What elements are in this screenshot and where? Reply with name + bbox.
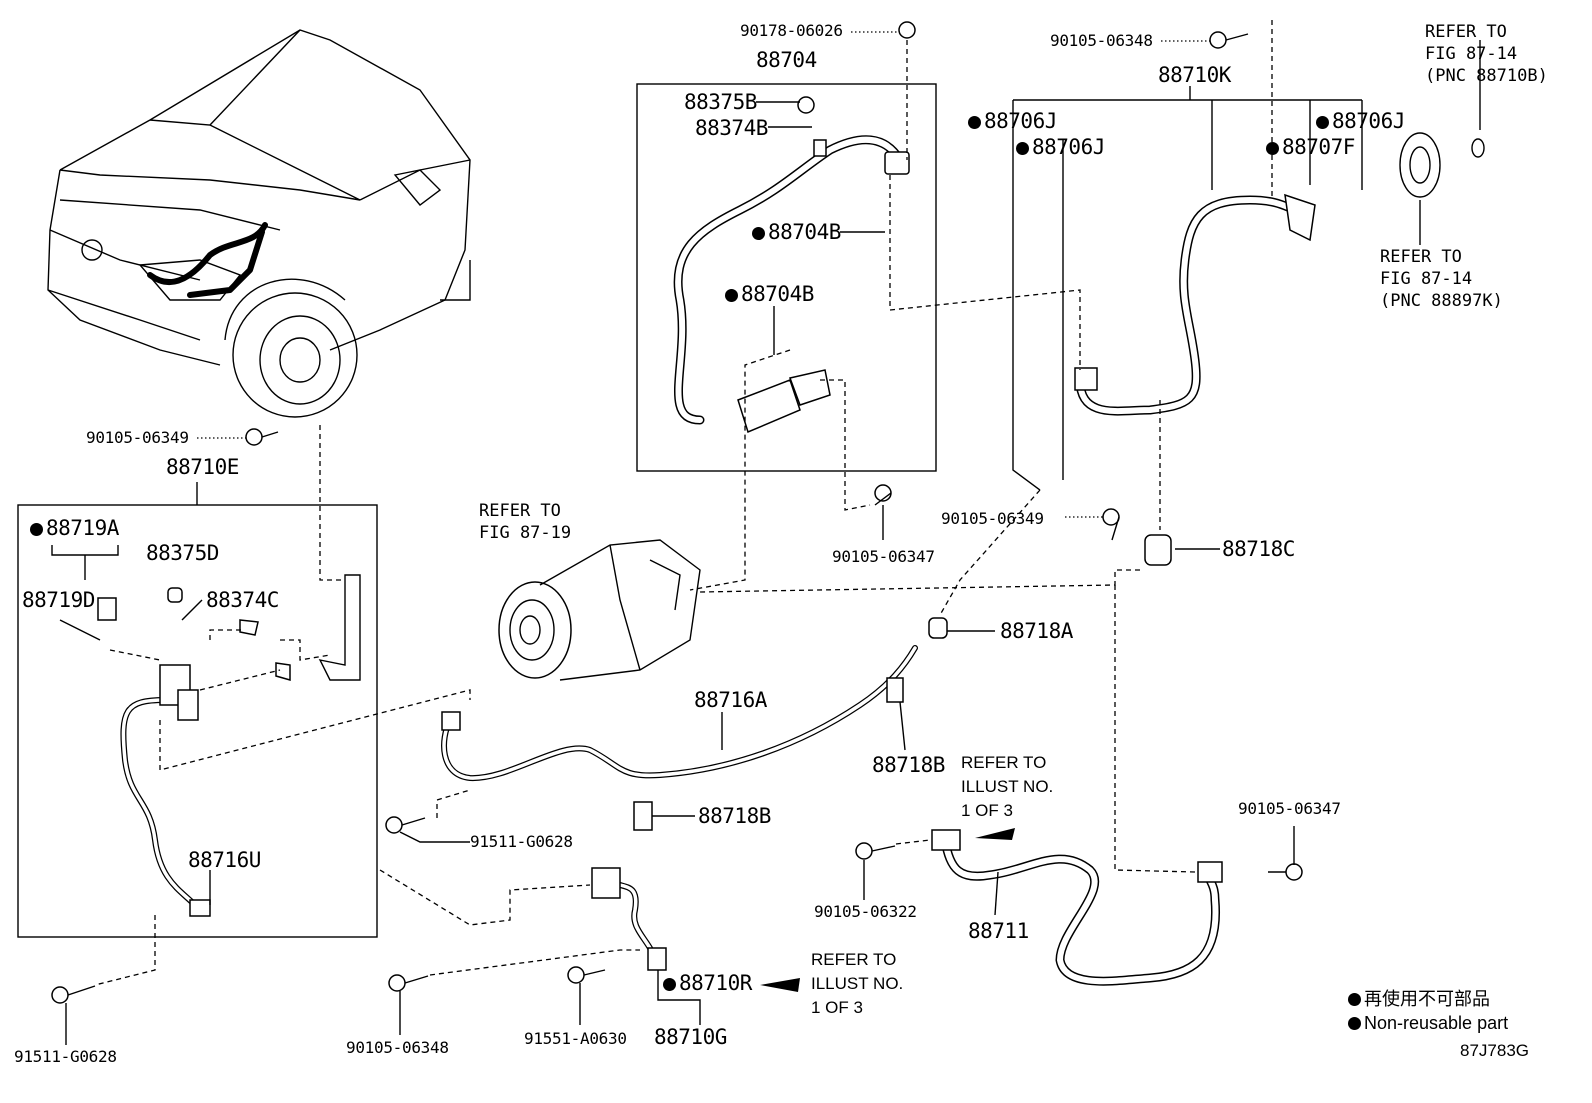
label-88704: 88704 — [756, 48, 817, 72]
refer-illust-1-of-3-bot: REFER TO ILLUST NO. 1 OF 3 — [811, 950, 904, 1017]
hose-88716U — [97, 574, 361, 917]
refer-illust-1-of-3-mid: REFER TO ILLUST NO. 1 OF 3 — [961, 753, 1054, 820]
label-88375D: 88375D — [146, 541, 219, 565]
label-90105-06322: 90105-06322 — [814, 902, 917, 921]
label-91511-G0628-bot: 91511-G0628 — [14, 1047, 117, 1066]
leader-lines — [51, 31, 1481, 1045]
label-88374B: 88374B — [695, 116, 768, 140]
label-88711: 88711 — [968, 919, 1029, 943]
hose-88710G — [591, 867, 800, 992]
label-90105-06348-bot: 90105-06348 — [346, 1038, 449, 1057]
refer-fig-87-14-88897K: REFER TO FIG 87-14 (PNC 88897K) — [1380, 247, 1503, 311]
label-88719A: 88719A — [30, 518, 119, 539]
refer-fig-87-19: REFER TO FIG 87-19 — [479, 501, 572, 543]
non-reusable-dot-icon — [1266, 142, 1279, 155]
non-reusable-dot-icon — [1016, 142, 1029, 155]
label-88374C: 88374C — [206, 588, 279, 612]
hose-88716A — [441, 645, 918, 782]
label-88375B: 88375B — [684, 90, 757, 114]
label-88719D: 88719D — [22, 588, 95, 612]
non-reusable-dot-icon — [752, 227, 765, 240]
label-88710K: 88710K — [1158, 63, 1231, 87]
non-reusable-dot-icon — [725, 289, 738, 302]
legend-chinese: 再使用不可部品 — [1348, 990, 1490, 1008]
fasteners — [51, 21, 1303, 1004]
label-91511-G0628-mid: 91511-G0628 — [470, 832, 573, 851]
non-reusable-dot-icon — [663, 978, 676, 991]
non-reusable-dot-icon — [1348, 993, 1361, 1006]
box-88710E — [17, 504, 378, 938]
label-88716A: 88716A — [694, 688, 767, 712]
hose-88704 — [673, 96, 910, 434]
label-90105-06349-top: 90105-06349 — [86, 428, 189, 447]
label-90105-06348-top: 90105-06348 — [1050, 31, 1153, 50]
hose-88711 — [931, 828, 1223, 986]
label-90178-06026: 90178-06026 — [740, 21, 843, 40]
dashed-guide-lines — [94, 20, 1273, 986]
box-88704 — [636, 83, 937, 472]
label-88718B-1: 88718B — [872, 753, 945, 777]
refer-fig-87-14-88710B: REFER TO FIG 87-14 (PNC 88710B) — [1425, 22, 1548, 86]
label-88706J-3: 88706J — [1316, 111, 1405, 132]
non-reusable-dot-icon — [30, 523, 43, 536]
hose-88710K — [1074, 132, 1485, 416]
label-88718A: 88718A — [1000, 619, 1073, 643]
label-88710E: 88710E — [166, 455, 239, 479]
label-90105-06349-mid: 90105-06349 — [941, 509, 1044, 528]
label-88707F: 88707F — [1266, 137, 1355, 158]
label-88716U: 88716U — [188, 848, 261, 872]
vehicle-illustration — [47, 29, 471, 418]
label-88718C: 88718C — [1222, 537, 1295, 561]
compressor — [498, 539, 701, 681]
label-88710G: 88710G — [654, 1025, 727, 1049]
label-88704B-2: 88704B — [725, 284, 814, 305]
non-reusable-dot-icon — [1348, 1017, 1361, 1030]
label-90105-06347-mid: 90105-06347 — [832, 547, 935, 566]
figure-code: 87J783G — [1460, 1041, 1529, 1060]
label-90105-06347-right: 90105-06347 — [1238, 799, 1341, 818]
label-88710R: 88710R — [663, 973, 752, 994]
label-88704B-1: 88704B — [752, 222, 841, 243]
label-88718B-2: 88718B — [698, 804, 771, 828]
non-reusable-dot-icon — [968, 116, 981, 129]
label-88706J-1: 88706J — [968, 111, 1057, 132]
label-91551-A0630: 91551-A0630 — [524, 1029, 627, 1048]
label-88706J-2: 88706J — [1016, 137, 1105, 158]
non-reusable-dot-icon — [1316, 116, 1329, 129]
legend-english: Non-reusable part — [1348, 1014, 1508, 1032]
